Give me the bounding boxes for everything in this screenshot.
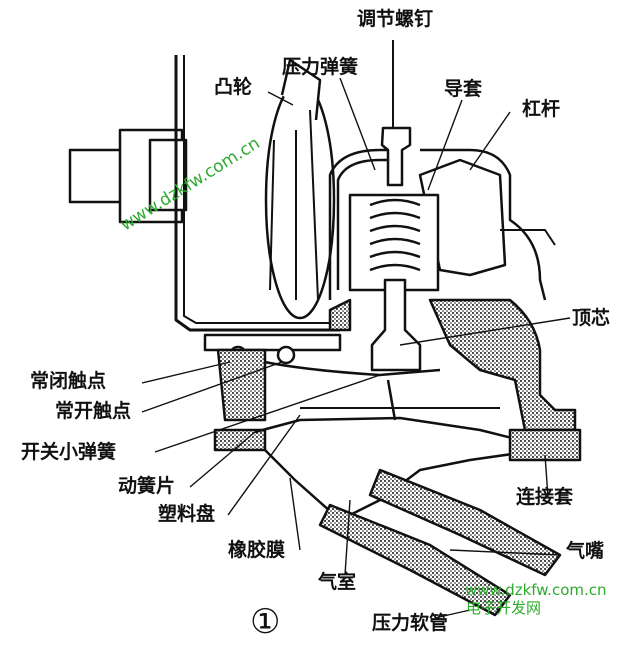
pressure-hose (318, 503, 512, 617)
top-core (370, 278, 422, 372)
label-adjust-screw: 调节螺钉 (357, 8, 434, 30)
label-rubber-membrane: 橡胶膜 (228, 539, 286, 561)
cam (264, 80, 336, 320)
label-connector-sleeve: 连接套 (516, 486, 574, 508)
label-cam: 凸轮 (214, 76, 253, 98)
label-air-nozzle: 气嘴 (566, 540, 605, 562)
housing (328, 148, 400, 300)
label-guide-sleeve: 导套 (444, 78, 483, 100)
label-lever: 杠杆 (522, 98, 561, 120)
base-left (216, 348, 267, 422)
plastic-disc (213, 428, 267, 452)
pressure-spring (369, 198, 421, 272)
body-right (428, 298, 577, 432)
label-switch-spring: 开关小弹簧 (21, 441, 117, 463)
frame-bracket (174, 55, 340, 332)
label-no-contact: 常开触点 (55, 400, 132, 422)
label-top-core: 顶芯 (572, 307, 611, 329)
watermark-url: www.dzkfw.com.cn (465, 581, 607, 599)
lever (418, 158, 507, 277)
figure-number: ① (250, 602, 281, 642)
adjust-screw (380, 126, 412, 187)
label-pressure-hose: 压力软管 (372, 612, 449, 634)
label-plastic-disc: 塑料盘 (158, 503, 216, 525)
watermark-site: 电子开发网 (466, 599, 542, 617)
air-nozzle (368, 468, 562, 577)
connector-sleeve (508, 428, 582, 462)
label-air-chamber: 气室 (318, 571, 357, 593)
label-moving-reed: 动簧片 (118, 475, 176, 497)
label-pressure-spring: 压力弹簧 (282, 56, 359, 78)
leader-lines (141, 77, 571, 619)
label-nc-contact: 常闭触点 (30, 370, 107, 392)
no-contact (276, 345, 296, 365)
guide-sleeve (348, 193, 440, 292)
contact-bar (203, 333, 342, 352)
